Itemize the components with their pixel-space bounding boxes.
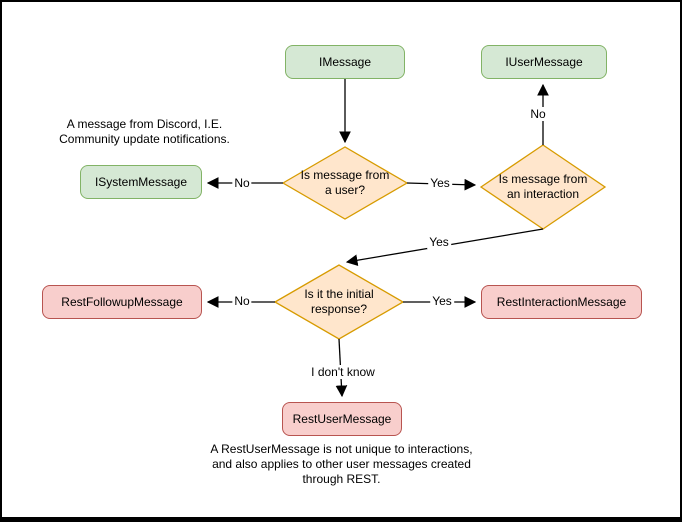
node-restusermessage: RestUserMessage (282, 402, 402, 436)
decision-is-from-interaction-diamond (479, 144, 607, 230)
node-isystemmessage: ISystemMessage (80, 165, 202, 199)
node-imessage: IMessage (285, 45, 405, 79)
rest-user-message-note: A RestUserMessage is not unique to inter… (210, 442, 473, 486)
decision-is-from-user-label: Is message from a user? (300, 168, 390, 197)
node-restinteractionmessage: RestInteractionMessage (481, 285, 642, 319)
edge-label-yes-initial-response: Yes (427, 235, 451, 249)
system-message-note: A message from Discord, I.E. Community u… (59, 117, 230, 146)
edge-label-yes-interaction: Yes (428, 176, 452, 190)
edge-label-i-dont-know: I don't know (309, 365, 377, 379)
decision-is-from-interaction-label: Is message from an interaction (498, 172, 588, 201)
node-iusermessage: IUserMessage (481, 45, 607, 79)
edge-label-no-isystemmessage: No (232, 176, 252, 190)
node-restfollowupmessage: RestFollowupMessage (42, 285, 202, 319)
edge-label-no-restfollowup: No (232, 294, 252, 308)
edge-label-no-iusermessage: No (528, 107, 548, 121)
edge-label-yes-restinteraction: Yes (430, 294, 454, 308)
decision-is-initial-response-label: Is it the initial response? (304, 287, 374, 316)
